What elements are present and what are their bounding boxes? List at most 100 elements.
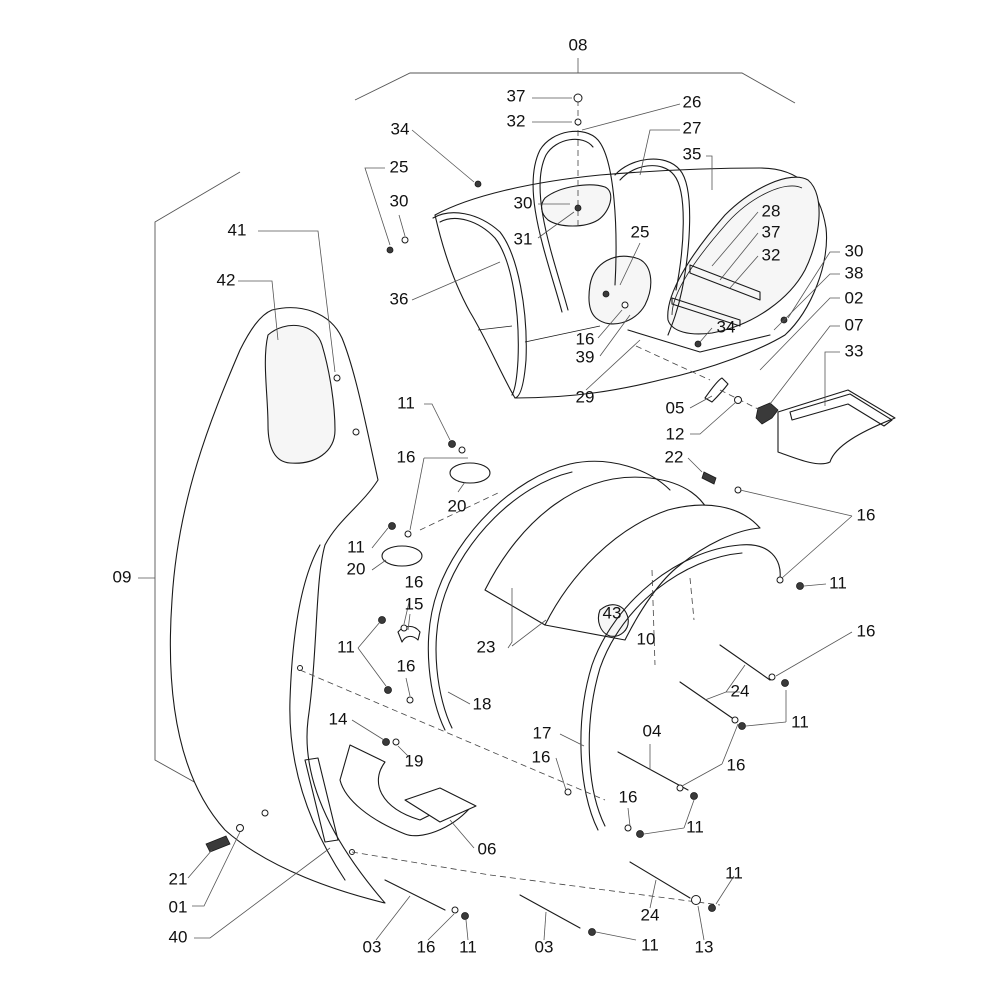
- footrest-06: [339, 744, 477, 837]
- label-11b: 11: [347, 537, 365, 556]
- leader-03b: [543, 911, 547, 941]
- label-03a: 03: [363, 937, 382, 956]
- label-35: 35: [683, 144, 702, 163]
- nut-11-l: [708, 904, 716, 912]
- align-6: [419, 491, 501, 531]
- align-1: [299, 669, 606, 801]
- label-42: 42: [217, 270, 236, 289]
- rod-24-lower: [629, 861, 691, 899]
- fender-inner-43: [597, 604, 629, 637]
- leader-13: [697, 905, 705, 941]
- guard-hole-3: [297, 665, 303, 671]
- label-16e: 16: [857, 621, 876, 640]
- leader-11d2: [357, 647, 387, 687]
- leader-16b2: [409, 457, 425, 531]
- bracket-08: [354, 72, 796, 104]
- guard-hole-2: [352, 428, 360, 436]
- group-brackets: [154, 58, 796, 789]
- nut-37-top: [573, 93, 583, 103]
- label-18: 18: [473, 694, 492, 713]
- leader-34a: [411, 129, 475, 183]
- label-24a: 24: [731, 681, 750, 700]
- tube-18-inner: [435, 471, 573, 729]
- label-16d: 16: [405, 572, 424, 591]
- handle-27: [614, 158, 691, 336]
- leader-22: [687, 457, 703, 473]
- hood-front-frame: [432, 212, 527, 399]
- nut-11-g: [738, 722, 746, 730]
- side-guard-assembly: [169, 307, 386, 904]
- label-43: 43: [603, 603, 622, 622]
- leader-07: [769, 325, 840, 405]
- leader-24a2: [725, 664, 746, 693]
- label-10: 10: [637, 629, 656, 648]
- label-13: 13: [695, 937, 714, 956]
- label-34b: 34: [717, 317, 736, 336]
- label-37a: 37: [507, 86, 526, 105]
- leader-11h: [595, 931, 637, 941]
- tube-17: [580, 544, 781, 831]
- rod-03-right: [519, 894, 581, 929]
- leader-19: [397, 745, 409, 757]
- leader-16e: [775, 631, 853, 677]
- hood-front-frame-inner: [439, 218, 519, 396]
- tray-33: [777, 389, 896, 465]
- label-37b: 37: [762, 222, 781, 241]
- leader-16f: [405, 677, 411, 697]
- rings-20: [381, 462, 491, 567]
- label-16c: 16: [857, 505, 876, 524]
- label-31: 31: [514, 229, 533, 248]
- washer-16-b: [458, 446, 466, 454]
- leader-11d: [357, 621, 381, 649]
- fender-assembly: [397, 460, 781, 831]
- screw-25-left: [386, 246, 394, 254]
- label-03b: 03: [535, 937, 554, 956]
- label-11g: 11: [459, 937, 477, 956]
- guard-hole-4: [261, 809, 269, 817]
- rod-24-upper: [679, 681, 736, 721]
- label-15: 15: [405, 594, 424, 613]
- ring-20-upper: [449, 462, 491, 484]
- hood-right-opening-rim: [671, 185, 803, 316]
- leader-33: [824, 351, 840, 406]
- leader-01: [192, 831, 241, 907]
- align-4: [651, 569, 656, 666]
- label-02: 02: [845, 288, 864, 307]
- washer-16-g: [406, 696, 414, 704]
- label-32b: 32: [762, 245, 781, 264]
- label-22: 22: [665, 447, 684, 466]
- washer-01: [236, 824, 244, 832]
- leader-03a: [375, 895, 411, 941]
- nut-11-f: [781, 679, 789, 687]
- align-5: [689, 577, 695, 621]
- leader-06: [449, 819, 475, 849]
- align-3: [489, 874, 721, 906]
- leader-35: [706, 155, 713, 190]
- label-36: 36: [390, 289, 409, 308]
- washer-16-l: [624, 824, 632, 832]
- hood-inner-line-2: [524, 325, 601, 343]
- bracket-05: [704, 377, 729, 403]
- leader-12: [690, 401, 737, 435]
- bolt-22: [701, 471, 717, 485]
- hardware: [236, 93, 804, 936]
- leader-30c: [787, 251, 840, 319]
- washer-16-e: [776, 576, 784, 584]
- hood-inner-line-1: [477, 325, 513, 331]
- label-16a: 16: [576, 329, 595, 348]
- leader-14: [351, 719, 385, 741]
- align-2: [351, 851, 491, 876]
- leader-16j: [427, 913, 455, 941]
- bracket-09: [154, 171, 241, 789]
- hood-right-opening: [667, 176, 820, 335]
- screw-25-panel: [602, 290, 610, 298]
- nut-11-d: [378, 616, 386, 624]
- washer-16-f: [400, 624, 408, 632]
- fender-mid-10: [544, 504, 761, 641]
- knob-07: [755, 402, 779, 425]
- leader-23b: [511, 619, 547, 647]
- washer-30-left: [401, 236, 409, 244]
- leader-38: [773, 273, 840, 331]
- side-guard-window: [264, 324, 336, 464]
- label-09: 09: [113, 567, 132, 586]
